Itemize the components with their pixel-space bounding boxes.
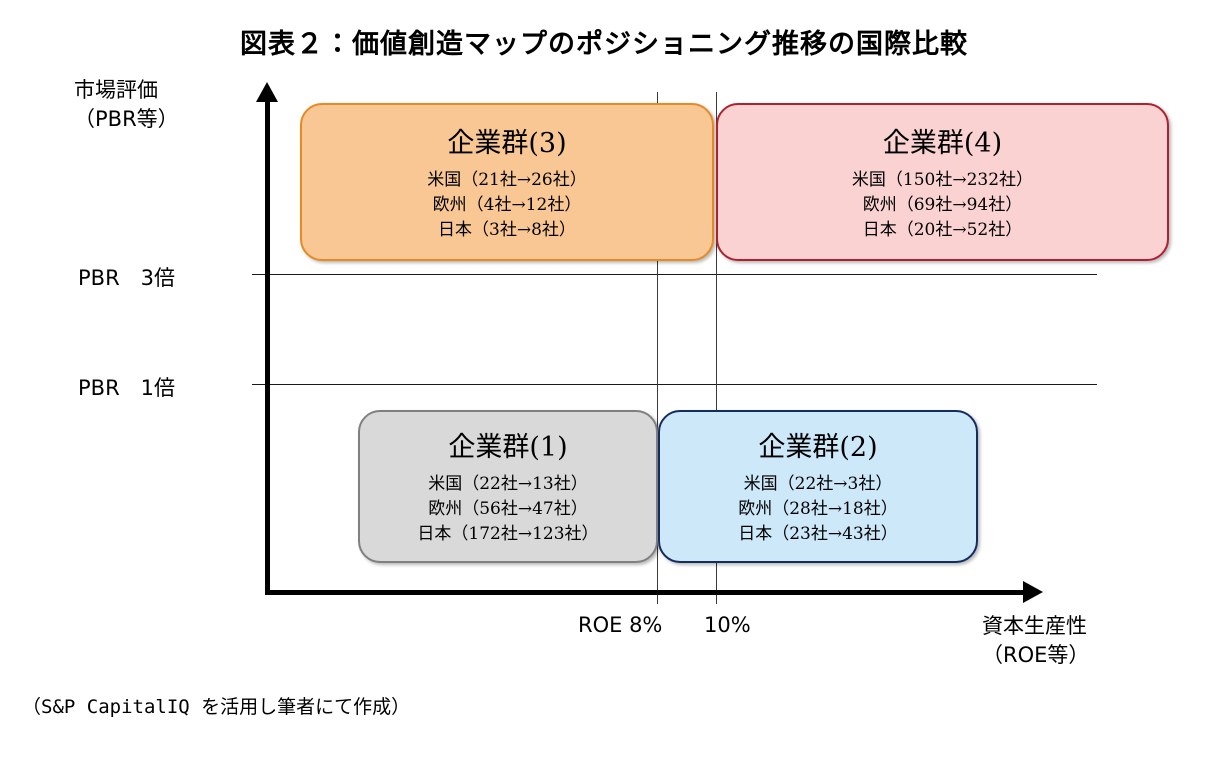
gridline-pbr-3x	[252, 274, 1097, 275]
quadrant-box-group-3: 企業群(3) 米国（21社→26社） 欧州（4社→12社） 日本（3社→8社）	[300, 103, 714, 261]
source-note: （S&P CapitalIQ を活用し筆者にて作成）	[22, 696, 411, 718]
quadrant-title-group-3: 企業群(3)	[447, 128, 567, 159]
quadrant-detail-group-3: 米国（21社→26社） 欧州（4社→12社） 日本（3社→8社）	[427, 170, 587, 240]
x-tick-label-roe-10pct: 10%	[704, 613, 751, 637]
gridline-roe-10pct	[716, 92, 717, 604]
y-tick-label-pbr-1x: PBR 1倍	[78, 376, 176, 400]
quadrant-title-group-2: 企業群(2)	[758, 432, 878, 463]
gridline-roe-8pct	[657, 92, 658, 604]
y-axis-line	[265, 95, 270, 595]
quadrant-title-group-4: 企業群(4)	[882, 128, 1003, 159]
y-tick-label-pbr-3x: PBR 3倍	[78, 266, 176, 290]
x-tick-label-roe-8pct: ROE 8%	[578, 613, 663, 637]
quadrant-detail-group-2: 米国（22社→3社） 欧州（28社→18社） 日本（23社→43社）	[738, 474, 898, 544]
quadrant-detail-group-1: 米国（22社→13社） 欧州（56社→47社） 日本（172社→123社）	[417, 474, 599, 544]
y-axis-title: 市場評価 （PBR等）	[74, 78, 179, 131]
figure-title: 図表２：価値創造マップのポジショニング推移の国際比較	[240, 29, 968, 60]
quadrant-detail-group-4: 米国（150社→232社） 欧州（69社→94社） 日本（20社→52社）	[851, 170, 1034, 240]
x-axis-title: 資本生産性 （ROE等）	[982, 614, 1090, 667]
quadrant-title-group-1: 企業群(1)	[448, 432, 568, 463]
x-axis-line	[265, 590, 1027, 595]
x-axis-arrow-icon	[1023, 581, 1043, 603]
quadrant-box-group-4: 企業群(4) 米国（150社→232社） 欧州（69社→94社） 日本（20社→…	[716, 103, 1169, 261]
quadrant-box-group-1: 企業群(1) 米国（22社→13社） 欧州（56社→47社） 日本（172社→1…	[358, 410, 658, 563]
y-axis-arrow-icon	[256, 82, 278, 102]
gridline-pbr-1x	[252, 384, 1097, 385]
quadrant-box-group-2: 企業群(2) 米国（22社→3社） 欧州（28社→18社） 日本（23社→43社…	[658, 410, 978, 563]
